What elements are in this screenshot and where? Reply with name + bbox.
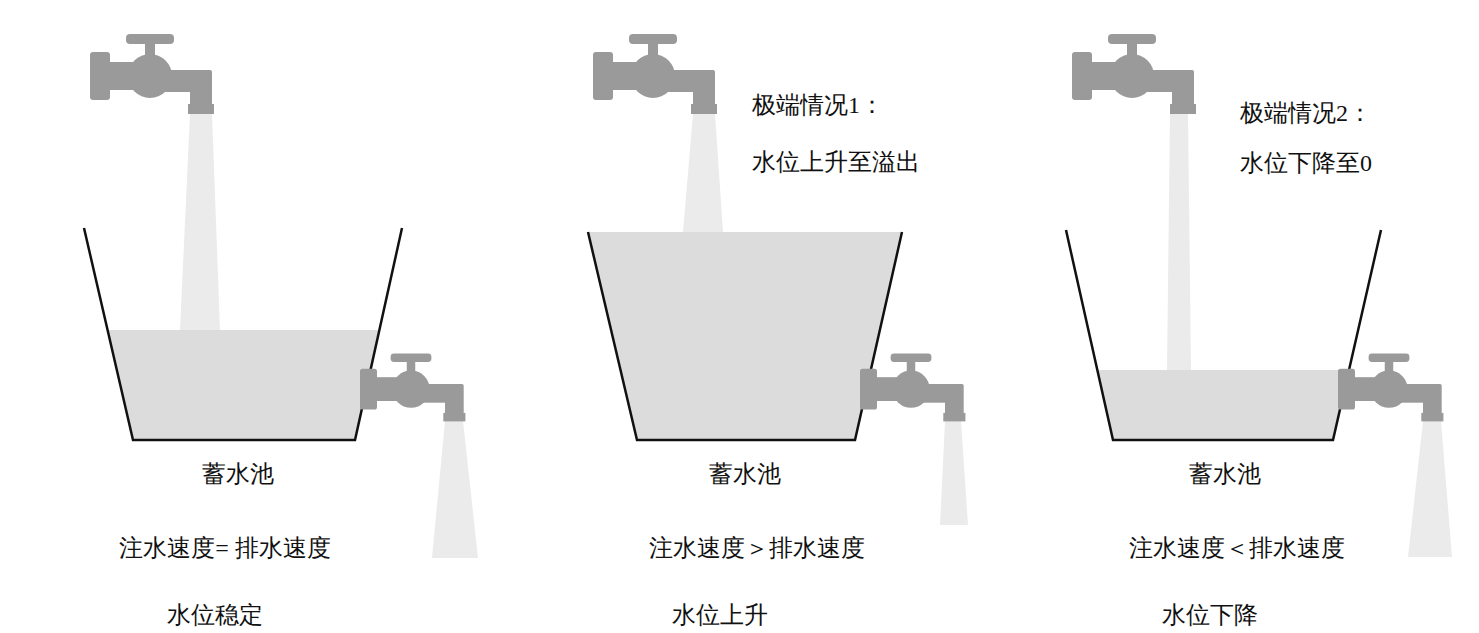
- case-heading: 极端情况2：: [1240, 99, 1372, 128]
- tank-outline: [588, 232, 902, 440]
- rate-relation: 注水速度＜排水速度: [1129, 534, 1345, 563]
- tank-outline: [1066, 230, 1381, 440]
- rate-relation: 注水速度＞排水速度: [649, 534, 865, 563]
- case-heading: 极端情况1：: [752, 91, 884, 120]
- tank-label: 蓄水池: [709, 460, 781, 489]
- rate-relation: 注水速度= 排水速度: [119, 534, 331, 563]
- outlet-faucet: [860, 353, 965, 421]
- inlet-faucet: [593, 34, 717, 114]
- water-stream: [683, 114, 723, 232]
- inlet-faucet: [90, 34, 214, 114]
- water: [588, 232, 902, 440]
- level-state: 水位下降: [1162, 601, 1258, 630]
- outflow-stream: [1408, 421, 1452, 557]
- tank-label: 蓄水池: [1189, 460, 1261, 489]
- water: [1098, 370, 1348, 440]
- outflow-stream: [432, 421, 478, 558]
- level-state: 水位上升: [672, 601, 768, 630]
- level-state: 水位稳定: [167, 601, 263, 630]
- outflow-stream: [940, 421, 968, 525]
- tank-outline: [84, 228, 402, 440]
- outlet-faucet: [360, 353, 465, 421]
- outlet-faucet: [1338, 353, 1443, 421]
- case-note: 水位上升至溢出: [752, 148, 920, 177]
- case-note: 水位下降至0: [1240, 149, 1372, 178]
- water-stream: [1167, 114, 1191, 370]
- water-stream: [180, 114, 220, 330]
- water: [108, 330, 379, 440]
- tank-label: 蓄水池: [202, 460, 274, 489]
- inlet-faucet: [1072, 34, 1196, 114]
